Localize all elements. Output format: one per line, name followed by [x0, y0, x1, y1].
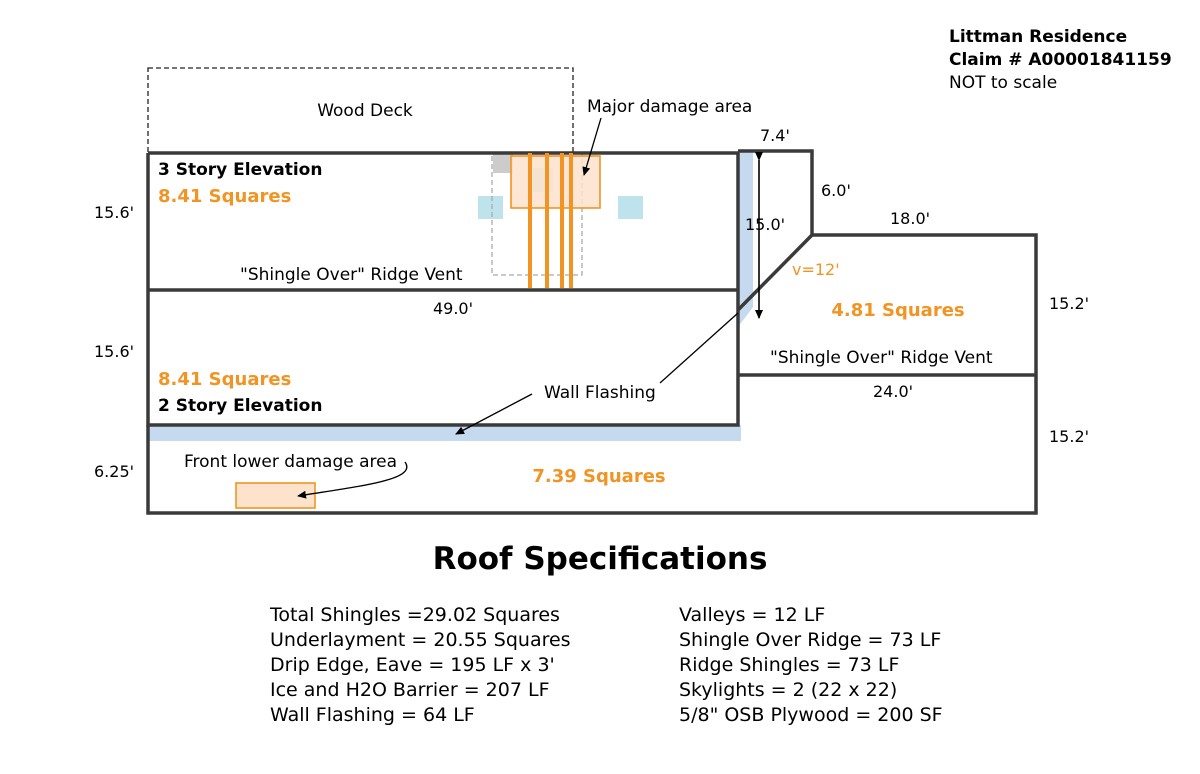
dim-right-height-top: 15.2' [1049, 294, 1089, 313]
ridge-vent-left: "Shingle Over" Ridge Vent [240, 265, 463, 285]
spec-item: Drip Edge, Eave = 195 LF x 3' [270, 654, 555, 676]
major-damage-label: Major damage area [587, 97, 752, 117]
spec-item: Total Shingles =29.02 Squares [270, 604, 560, 626]
building-outline [146, 149, 1038, 515]
wall-flashing-vertical [738, 151, 753, 327]
claim-number: Claim # A00001841159 [949, 50, 1172, 70]
dim-valley-height: 15.0' [745, 215, 785, 234]
ridge-vent-right: "Shingle Over" Ridge Vent [770, 348, 993, 368]
skylight-right [618, 196, 643, 219]
specs-title: Roof Specifications [432, 541, 768, 577]
two-story-label: 2 Story Elevation [158, 396, 322, 416]
squares-mid: 8.41 Squares [158, 369, 291, 390]
dim-right-width: 18.0' [890, 209, 930, 228]
dim-left-bottom: 6.25' [94, 462, 134, 481]
squares-top: 8.41 Squares [158, 186, 291, 207]
specs-right-column: Valleys = 12 LF Shingle Over Ridge = 73 … [679, 603, 943, 728]
spec-item: Underlayment = 20.55 Squares [270, 629, 571, 651]
major-damage-arrow [582, 117, 602, 176]
dim-right-mid-width: 24.0' [873, 382, 913, 401]
spec-item: Ice and H2O Barrier = 207 LF [270, 679, 550, 701]
three-story-label: 3 Story Elevation [158, 160, 322, 180]
dim-top-right-width: 7.4' [760, 126, 790, 145]
dim-right-height-bottom: 15.2' [1049, 427, 1089, 446]
wall-flashing-arrow-down [455, 393, 533, 435]
spec-item: Skylights = 2 (22 x 22) [679, 679, 898, 701]
front-damage-arrow [297, 461, 408, 499]
front-damage-label: Front lower damage area [184, 452, 397, 472]
spec-item: Wall Flashing = 64 LF [270, 704, 475, 726]
residence-name: Littman Residence [949, 27, 1128, 47]
spec-item: Ridge Shingles = 73 LF [679, 654, 900, 676]
spec-item: Valleys = 12 LF [679, 604, 826, 626]
spec-item: 5/8" OSB Plywood = 200 SF [679, 704, 943, 726]
valley-label: v=12' [792, 260, 840, 279]
front-damage-box [235, 482, 316, 509]
dim-left-mid: 15.6' [94, 342, 134, 361]
specs-left-column: Total Shingles =29.02 Squares Underlayme… [270, 603, 571, 728]
wood-deck-label: Wood Deck [317, 101, 413, 121]
dim-left-top: 15.6' [94, 203, 134, 222]
damage-strips [528, 153, 573, 288]
wall-flashing-arrow-up [659, 312, 739, 384]
spec-item: Shingle Over Ridge = 73 LF [679, 629, 942, 651]
squares-right: 4.81 Squares [831, 300, 964, 321]
wall-flashing-horizontal [148, 425, 741, 441]
title-block: Littman Residence Claim # A00001841159 N… [949, 26, 1172, 95]
wall-flashing-label: Wall Flashing [544, 383, 656, 403]
skylight-left [478, 196, 503, 219]
dim-diag-side: 6.0' [821, 181, 851, 200]
major-damage-box [510, 155, 601, 209]
squares-bottom: 7.39 Squares [532, 466, 665, 487]
dim-mid-width: 49.0' [433, 299, 473, 318]
scale-note: NOT to scale [949, 73, 1058, 93]
damage-gray-patch [493, 153, 513, 173]
